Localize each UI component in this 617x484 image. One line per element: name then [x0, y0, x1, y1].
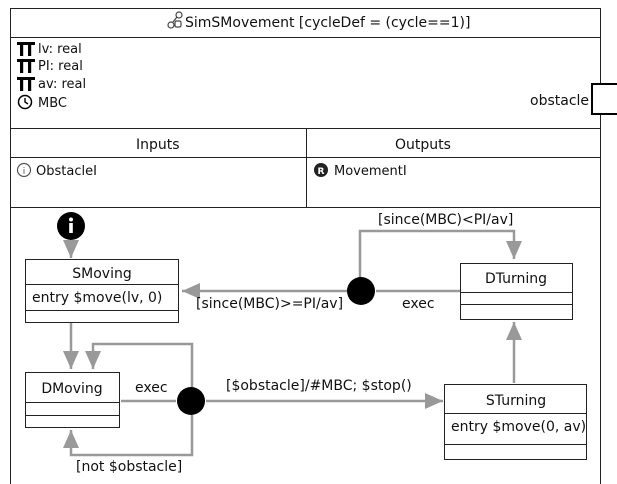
label-since-lt: [since(MBC)<PI/av]: [378, 212, 513, 228]
state-name: STurning: [486, 393, 546, 409]
output-movementi: MovementI: [334, 164, 407, 179]
transition-top-loop: [358, 229, 522, 279]
state-name: DTurning: [485, 271, 547, 287]
junction-node[interactable]: [177, 387, 205, 415]
pi-icon: [17, 59, 35, 73]
declaration-av: av: real: [38, 77, 86, 92]
header-title: SimSMovement [cycleDef = (cycle==1)]: [185, 15, 470, 31]
junction-node[interactable]: [347, 277, 375, 305]
module-icon: [167, 11, 183, 29]
state-action: entry $move(lv, 0): [32, 290, 162, 306]
input-obstaclei: ObstacleI: [36, 164, 97, 179]
state-action: entry $move(0, av): [451, 419, 586, 435]
clock-icon: [17, 94, 33, 110]
state-sturning[interactable]: STurning entry $move(0, av): [444, 384, 587, 460]
registered-icon: R: [314, 163, 328, 177]
pi-icon: [17, 77, 35, 91]
state-name: SMoving: [72, 266, 131, 282]
inputs-header: Inputs: [136, 137, 180, 153]
state-smoving[interactable]: SMoving entry $move(lv, 0): [25, 259, 179, 323]
label-exec-right: exec: [402, 296, 435, 312]
label-exec-left: exec: [135, 380, 168, 396]
label-obstacle: [$obstacle]/#MBC; $stop(): [226, 378, 412, 394]
header: SimSMovement [cycleDef = (cycle==1)]: [167, 11, 470, 31]
inputs-list-item: i ObstacleI: [16, 162, 97, 179]
transition-not-obstacle: [63, 415, 194, 457]
pi-icon: [17, 42, 35, 56]
outputs-header: Outputs: [395, 137, 451, 153]
state-name: DMoving: [41, 381, 102, 397]
transitions: [63, 229, 522, 457]
label-not-obstacle: [not $obstacle]: [76, 459, 182, 475]
state-dturning[interactable]: DTurning: [460, 263, 573, 320]
initial-node[interactable]: [57, 212, 85, 240]
svg-text:R: R: [318, 167, 325, 177]
info-icon: i: [16, 162, 32, 178]
declarations: lv: real PI: real av: real MBC: [17, 42, 86, 111]
port-label: obstacle: [530, 93, 589, 109]
obstacle-port[interactable]: obstacle: [530, 83, 617, 115]
transition-loop-top: [85, 342, 194, 389]
svg-text:i: i: [23, 167, 26, 177]
label-since-ge: [since(MBC)>=PI/av]: [196, 296, 343, 312]
declaration-pi: PI: real: [38, 59, 83, 74]
outputs-list-item: R MovementI: [314, 163, 407, 179]
port-box[interactable]: [591, 83, 617, 115]
state-dmoving[interactable]: DMoving: [25, 372, 120, 428]
declaration-mbc: MBC: [38, 96, 67, 111]
declaration-lv: lv: real: [38, 42, 82, 57]
